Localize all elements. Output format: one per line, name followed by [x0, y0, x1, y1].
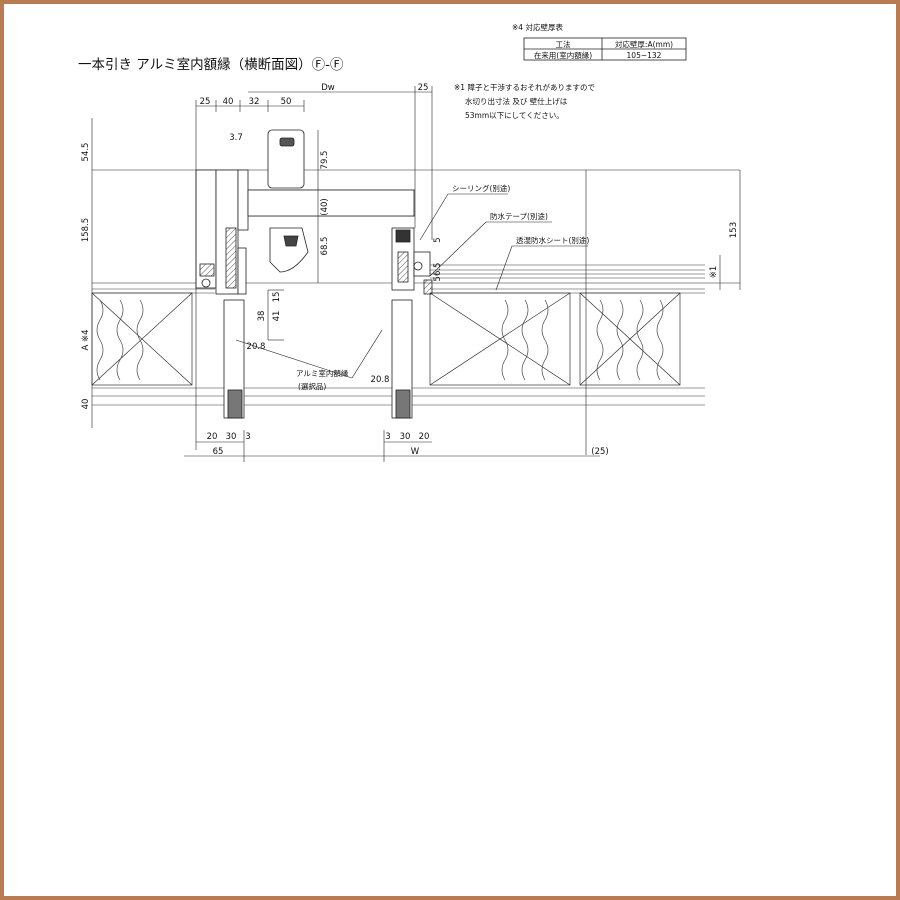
wall-studs	[91, 292, 681, 386]
left-jamb	[195, 169, 249, 419]
dim-bottom-20-right: 20	[419, 432, 430, 442]
dim-68-5: 68.5	[320, 237, 330, 256]
dim-20-8-left: 20.8	[247, 342, 266, 352]
callout-labels: シーリング(別途) 防水テープ(別途) 透湿防水シート(別途) アルミ室内額縁 …	[296, 183, 589, 391]
dim-w: W	[411, 447, 420, 457]
insulation	[96, 299, 664, 381]
dim-153: 153	[729, 222, 739, 238]
dim-bottom-30-right: 30	[400, 432, 411, 442]
dim-40-paren: (40)	[320, 198, 330, 215]
dim-25-paren: (25)	[591, 447, 608, 457]
drawing-title: 一本引き アルミ室内額縁（横断面図）Ⓕ-Ⓕ	[78, 56, 344, 73]
callout-optional-item: (選択品)	[298, 381, 326, 391]
dim-top-50: 50	[281, 97, 292, 107]
callout-sealing: シーリング(別途)	[452, 183, 510, 193]
table-caption: ※4 対応壁厚表	[512, 22, 563, 32]
dimension-labels: 25 40 32 50 Dw 25 3.7 54.5 158.5 A ※4 40…	[81, 83, 739, 457]
dim-65: 65	[213, 447, 224, 457]
dim-bottom-30-left: 30	[226, 432, 237, 442]
dim-bottom-3-left: 3	[245, 432, 250, 442]
callout-breathable-sheet: 透湿防水シート(別途)	[516, 235, 589, 245]
note-1: ※1 障子と干渉するおそれがありますので 水切り出寸法 及び 壁仕上げは 53m…	[454, 82, 595, 120]
callout-leaders	[235, 193, 588, 379]
dim-dw: Dw	[321, 83, 335, 93]
dim-41: 41	[272, 311, 282, 322]
dim-note-1: ※1	[709, 266, 719, 279]
table-header-method: 工法	[556, 39, 571, 49]
wall-thickness-table: ※4 対応壁厚表 工法 対応壁厚:A(mm) 在来用(室内額縁) 105~132	[512, 22, 687, 61]
dim-top-32: 32	[249, 97, 260, 107]
right-jamb	[391, 227, 433, 419]
note-1-line-2: 水切り出寸法 及び 壁仕上げは	[465, 96, 568, 106]
dim-top-40: 40	[223, 97, 234, 107]
dim-bottom-3-right: 3	[385, 432, 390, 442]
dim-79-5: 79.5	[320, 151, 330, 170]
exterior-siding	[92, 264, 705, 294]
dim-38: 38	[257, 311, 267, 322]
callout-waterproof-tape: 防水テープ(別途)	[490, 211, 548, 221]
table-header-thickness: 対応壁厚:A(mm)	[615, 39, 673, 49]
dimension-lines	[91, 86, 741, 462]
note-1-line-3: 53mm以下にしてください。	[465, 111, 564, 120]
table-cell-method: 在来用(室内額縁)	[534, 50, 592, 60]
dim-top-25: 25	[200, 97, 211, 107]
table-cell-thickness: 105~132	[627, 51, 662, 60]
dim-56-5: 56.5	[433, 263, 443, 282]
dim-top-right-25: 25	[418, 83, 429, 93]
dim-3-7: 3.7	[229, 133, 243, 143]
callout-aluminum-casing: アルミ室内額縁	[296, 368, 349, 378]
dim-20-8-right: 20.8	[371, 375, 390, 385]
dim-158-5: 158.5	[81, 218, 91, 242]
dim-5: 5	[433, 237, 443, 242]
note-1-line-1: ※1 障子と干渉するおそれがありますので	[454, 82, 595, 92]
dim-15: 15	[272, 292, 282, 303]
dim-a-4: A ※4	[81, 329, 91, 350]
dim-bottom-20-left: 20	[207, 432, 218, 442]
dim-54-5: 54.5	[81, 143, 91, 162]
dim-40: 40	[81, 399, 91, 410]
sash-handle	[247, 129, 415, 273]
